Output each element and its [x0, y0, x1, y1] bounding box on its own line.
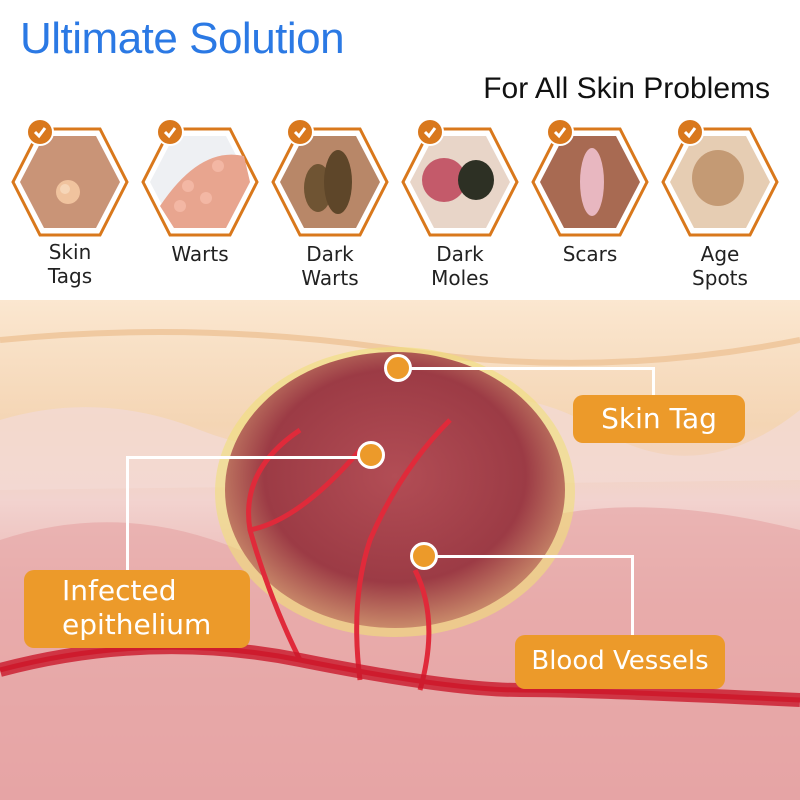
- skin-tag-photo: [10, 126, 130, 238]
- callout-text: epithelium: [62, 608, 212, 641]
- connector-line: [126, 456, 129, 572]
- callout-blood-vessels: Blood Vessels: [515, 635, 725, 689]
- problem-label: Warts: [171, 242, 229, 266]
- connector-line: [424, 555, 633, 558]
- skin-tag-diagram: Skin Tag Infected epithelium Blood Vesse…: [0, 300, 800, 800]
- check-icon: [156, 118, 184, 146]
- warts-photo: [140, 126, 260, 238]
- marker-dot: [410, 542, 438, 570]
- check-icon: [416, 118, 444, 146]
- callout-text: Infected: [62, 574, 177, 607]
- connector-line: [652, 367, 655, 397]
- problem-scars: Scars: [530, 118, 650, 298]
- callout-skin-tag: Skin Tag: [573, 395, 745, 443]
- page-subtitle: For All Skin Problems: [483, 72, 770, 105]
- connector-line: [126, 456, 370, 459]
- page-title: Ultimate Solution: [20, 14, 345, 63]
- check-icon: [286, 118, 314, 146]
- marker-dot: [384, 354, 412, 382]
- problem-warts: Warts: [140, 118, 260, 298]
- age-spots-photo: [660, 126, 780, 238]
- check-icon: [546, 118, 574, 146]
- callout-infected-epithelium: Infected epithelium: [24, 570, 250, 648]
- problem-label: Scars: [562, 242, 618, 266]
- connector-line: [631, 555, 634, 635]
- scars-photo: [530, 126, 650, 238]
- dark-warts-photo: [270, 126, 390, 238]
- check-icon: [26, 118, 54, 146]
- marker-dot: [357, 441, 385, 469]
- connector-line: [398, 367, 654, 370]
- dark-moles-photo: [400, 126, 520, 238]
- check-icon: [676, 118, 704, 146]
